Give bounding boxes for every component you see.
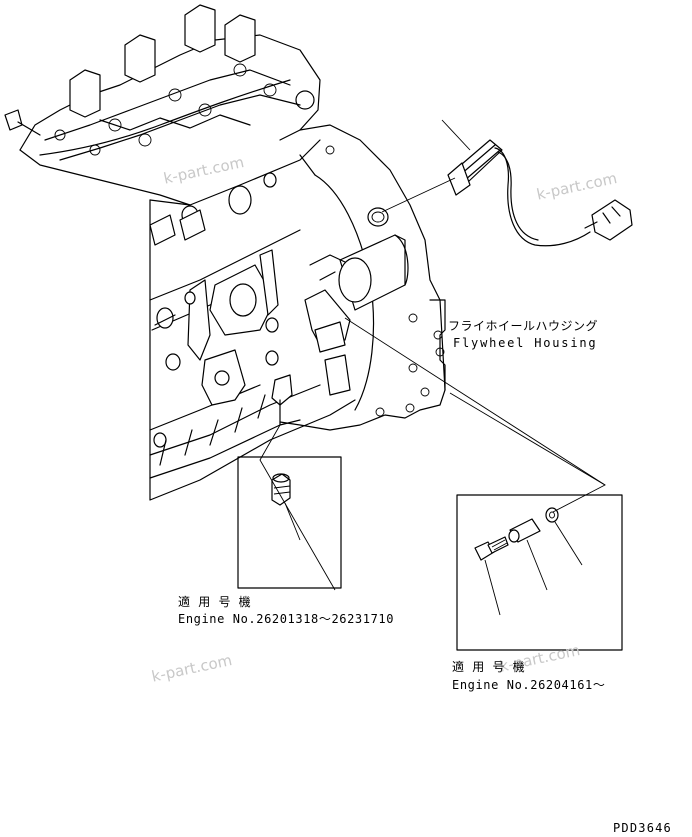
flywheel-housing-label-en: Flywheel Housing xyxy=(453,336,598,350)
applicable-serial-label-left: 適 用 号 機 xyxy=(178,595,252,609)
applicable-serial-label-right: 適 用 号 機 xyxy=(452,660,526,674)
detail-box-left xyxy=(237,424,342,591)
engine-number-left: Engine No.26201318～26231710 xyxy=(178,612,395,626)
drawing-code: PDD3646 xyxy=(613,821,672,835)
speed-sensor xyxy=(447,139,633,247)
flywheel-housing-label-jp: フライホイールハウジング xyxy=(448,319,599,333)
flywheel-housing xyxy=(279,124,446,431)
engine-block xyxy=(149,139,356,501)
sensor-callout-line xyxy=(441,119,471,151)
detail-box-right xyxy=(344,317,623,651)
cylinder-head xyxy=(4,4,321,206)
sensor-leader-line xyxy=(381,177,456,213)
detail-right-leader-b xyxy=(449,392,606,486)
engine-number-right: Engine No.26204161～ xyxy=(452,678,606,692)
detail-left-leader xyxy=(259,424,336,591)
